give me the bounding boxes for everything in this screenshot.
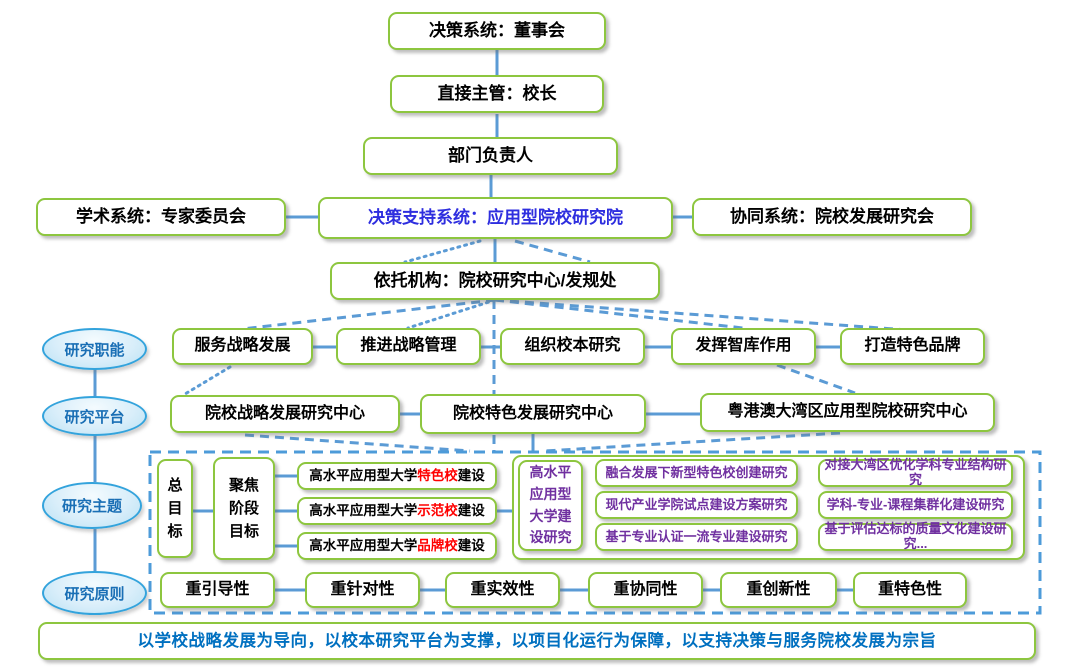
node-principle-3: 重实效性 [445,572,560,608]
node-total-goal: 总目标 [157,459,193,558]
dashed-connectors [241,239,909,453]
node-department-head: 部门负责人 [363,137,618,175]
node-principle-6: 重特色性 [853,572,967,608]
node-topic-c2-3: 基于评估达标的质量文化建设研究... [818,521,1013,551]
node-function-5: 打造特色品牌 [840,328,985,365]
node-topic-c1-3: 基于专业认证一流专业建设研究 [595,523,798,551]
dotted-connectors [183,239,497,396]
oval-research-principles: 研究原则 [42,571,147,615]
node-function-2: 推进战略管理 [336,328,481,365]
stage-item-text: 建设 [457,538,485,554]
node-platform-3: 粤港澳大湾区应用型院校研究中心 [700,393,995,432]
stage-item-text: 建设 [457,503,485,519]
stage-goal-label: 聚焦阶段目标 [228,476,259,541]
node-platform-1: 院校战略发展研究中心 [170,395,400,433]
node-topic-c1-2: 现代产业学院试点建设方案研究 [595,491,798,519]
node-function-4: 发挥智库作用 [671,328,816,365]
node-supervisor: 直接主管：校长 [390,75,604,113]
node-principle-5: 重创新性 [720,572,837,608]
node-function-3: 组织校本研究 [500,328,645,365]
group-label-text: 高水平应用型大学建设研究 [529,464,572,546]
stage-item-highlight: 品牌校 [417,538,458,554]
node-group-label: 高水平应用型大学建设研究 [518,460,583,551]
node-board: 决策系统：董事会 [388,12,606,50]
node-stage-item-1: 高水平应用型大学特色校建设 [297,462,497,490]
stage-item-text: 高水平应用型大学 [309,538,418,554]
node-principle-4: 重协同性 [588,572,703,608]
node-topic-c2-2: 学科-专业-课程集群化建设研究 [818,491,1013,519]
node-collaboration-system: 协同系统：院校发展研究会 [692,198,972,236]
solid-connectors [93,50,853,592]
node-topic-c2-1: 对接大湾区优化学科专业结构研究 [818,457,1013,487]
node-principle-1: 重引导性 [160,572,275,608]
oval-research-functions: 研究职能 [42,328,147,370]
node-academic-system: 学术系统：专家委员会 [36,198,286,236]
node-supporting-institution: 依托机构：院校研究中心/发规处 [330,262,660,300]
node-stage-item-3: 高水平应用型大学品牌校建设 [297,532,497,560]
node-principle-2: 重针对性 [305,572,420,608]
oval-research-themes: 研究主题 [42,482,142,529]
stage-item-text: 高水平应用型大学 [309,503,418,519]
stage-item-text: 建设 [457,468,485,484]
research-theme-dashed-border [148,450,1042,615]
mission-banner: 以学校战略发展为导向，以校本研究平台为支撑，以项目化运行为保障，以支持决策与服务… [38,622,1036,660]
stage-item-text: 高水平应用型大学 [309,468,418,484]
stage-item-highlight: 特色校 [417,468,458,484]
node-topic-c1-1: 融合发展下新型特色校创建研究 [595,459,798,487]
oval-research-platforms: 研究平台 [42,396,147,436]
total-goal-label: 总目标 [167,476,183,541]
node-function-1: 服务战略发展 [172,328,313,365]
node-platform-2: 院校特色发展研究中心 [420,394,646,434]
node-stage-item-2: 高水平应用型大学示范校建设 [297,497,497,525]
node-decision-support-system: 决策支持系统：应用型院校研究院 [318,197,673,239]
stage-item-highlight: 示范校 [417,503,458,519]
node-stage-goal: 聚焦阶段目标 [213,457,275,560]
